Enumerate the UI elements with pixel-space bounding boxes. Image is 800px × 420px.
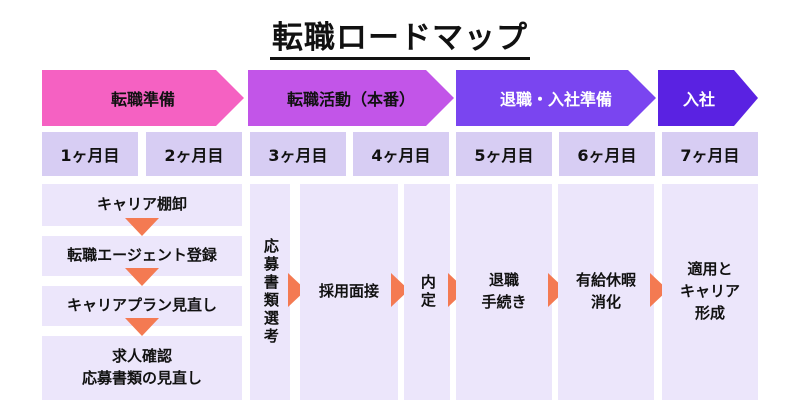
phase-banner-prep: 転職準備 [42, 70, 244, 126]
step-offer-label: 内定 [418, 274, 437, 310]
month-5: 5ヶ月目 [456, 132, 552, 176]
down-arrow-1 [125, 218, 159, 236]
down-arrow-2 [125, 268, 159, 286]
phase-label-join: 入社 [682, 90, 715, 109]
phase-banner-exit: 退職・入社準備 [456, 70, 656, 126]
month-6: 6ヶ月目 [559, 132, 655, 176]
phase-banner-join: 入社 [658, 70, 758, 126]
month-7: 7ヶ月目 [662, 132, 758, 176]
prep-step-job-check: 求人確認 応募書類の見直し [42, 336, 242, 400]
phase-label-exit: 退職・入社準備 [499, 90, 612, 109]
step-paid-leave: 有給休暇 消化 [558, 184, 654, 400]
down-arrow-3 [125, 318, 159, 336]
month-1: 1ヶ月目 [42, 132, 138, 176]
step-document-screening: 応募書類選考 [250, 184, 290, 400]
step-interview: 採用面接 [300, 184, 398, 400]
phase-banner-join-shape [658, 70, 758, 126]
roadmap-title: 転職ロードマップ [0, 12, 800, 60]
step-resignation: 退職 手続き [456, 184, 552, 400]
step-document-screening-label: 応募書類選考 [261, 238, 280, 346]
phase-banner-active: 転職活動（本番） [248, 70, 454, 126]
month-2: 2ヶ月目 [146, 132, 242, 176]
phase-banner-active-shape [248, 70, 454, 126]
step-offer: 内定 [404, 184, 450, 400]
phase-banner-exit-shape [456, 70, 656, 126]
phase-label-active: 転職活動（本番） [286, 90, 415, 109]
step-career-building: 適用と キャリア 形成 [662, 184, 758, 400]
month-4: 4ヶ月目 [353, 132, 449, 176]
month-3: 3ヶ月目 [250, 132, 346, 176]
phase-banner-prep-shape [42, 70, 244, 126]
roadmap-title-text: 転職ロードマップ [270, 20, 530, 60]
phase-label-prep: 転職準備 [110, 90, 175, 109]
